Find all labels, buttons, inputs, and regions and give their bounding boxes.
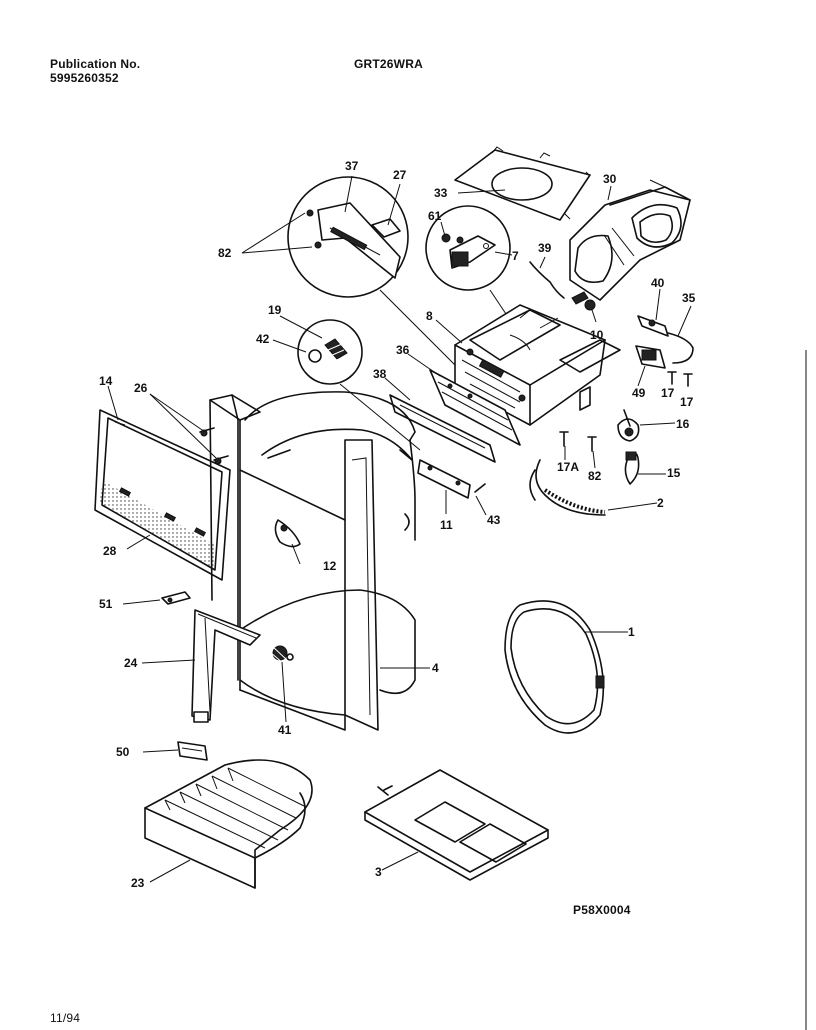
wire-39 xyxy=(529,261,565,299)
label-1: 1 xyxy=(628,625,635,639)
label-49: 49 xyxy=(632,386,646,400)
label-61: 61 xyxy=(428,209,442,223)
gasket-1 xyxy=(504,600,605,734)
label-17-a: 17 xyxy=(661,386,675,400)
detail-circle-42 xyxy=(297,319,363,385)
frame-14 xyxy=(94,409,231,581)
label-36: 36 xyxy=(396,343,410,357)
bracket-38 xyxy=(389,394,496,463)
label-7: 7 xyxy=(512,249,519,263)
wire-35 xyxy=(667,332,694,364)
detail-circle-7 xyxy=(425,205,511,291)
diagram-code: P58X0004 xyxy=(573,903,631,917)
drip-tray-23 xyxy=(144,759,313,889)
part-50 xyxy=(177,741,208,761)
label-35: 35 xyxy=(682,291,696,305)
screws-17 xyxy=(667,371,693,387)
switch-49 xyxy=(635,345,666,369)
tab-12 xyxy=(274,519,301,548)
label-23: 23 xyxy=(131,876,145,890)
screw-17A xyxy=(559,431,569,447)
cover-36 xyxy=(429,369,521,446)
parts-10-small xyxy=(571,291,596,311)
wire-harness-2 xyxy=(529,459,606,516)
label-3: 3 xyxy=(375,865,382,879)
label-15: 15 xyxy=(667,466,681,480)
clip-27 xyxy=(371,218,401,238)
screws-26 xyxy=(199,427,229,465)
label-11: 11 xyxy=(440,518,453,532)
label-2: 2 xyxy=(657,496,664,510)
label-28: 28 xyxy=(103,544,117,558)
label-8: 8 xyxy=(426,309,433,323)
label-14: 14 xyxy=(99,374,113,388)
detail-leader-42 xyxy=(339,383,421,451)
label-26: 26 xyxy=(134,381,148,395)
label-37: 37 xyxy=(345,159,359,173)
label-27: 27 xyxy=(393,168,407,182)
wire-harness-2-connector xyxy=(543,488,606,514)
label-82-top: 82 xyxy=(218,246,232,260)
leader-lines xyxy=(107,175,692,883)
label-39: 39 xyxy=(538,241,552,255)
label-82-bottom: 82 xyxy=(588,469,602,483)
label-4: 4 xyxy=(432,661,439,675)
publication-number: 5995260352 xyxy=(50,71,119,85)
lever-24 xyxy=(191,609,261,723)
dispenser-chute-4 xyxy=(209,391,416,731)
label-38: 38 xyxy=(373,367,387,381)
detail-circle-37 xyxy=(287,176,409,298)
label-30: 30 xyxy=(603,172,617,186)
detail-leader-37 xyxy=(379,289,461,371)
part-51 xyxy=(161,591,191,605)
label-24: 24 xyxy=(124,656,138,670)
label-41: 41 xyxy=(278,723,292,737)
label-50: 50 xyxy=(116,745,130,759)
label-33: 33 xyxy=(434,186,448,200)
label-17-b: 17 xyxy=(680,395,694,409)
heater-3 xyxy=(364,769,549,881)
label-51: 51 xyxy=(99,597,113,611)
switch-40 xyxy=(637,315,669,337)
label-19: 19 xyxy=(268,303,282,317)
publication-label: Publication No. xyxy=(50,57,141,71)
label-16: 16 xyxy=(676,417,690,431)
duct-30 xyxy=(569,179,691,301)
label-42: 42 xyxy=(256,332,270,346)
label-43: 43 xyxy=(487,513,501,527)
screw-43 xyxy=(474,483,486,493)
date-label: 11/94 xyxy=(50,1011,81,1025)
socket-16 xyxy=(617,409,640,442)
label-12: 12 xyxy=(323,559,337,573)
spring-41 xyxy=(269,645,294,665)
label-10: 10 xyxy=(590,328,604,342)
mounting-plate-33 xyxy=(454,146,591,221)
screw-82 xyxy=(587,436,597,452)
label-40: 40 xyxy=(651,276,665,290)
bracket-11 xyxy=(417,459,471,499)
bulb-15 xyxy=(624,451,640,485)
label-17A: 17A xyxy=(557,460,580,474)
model-number: GRT26WRA xyxy=(354,57,423,71)
